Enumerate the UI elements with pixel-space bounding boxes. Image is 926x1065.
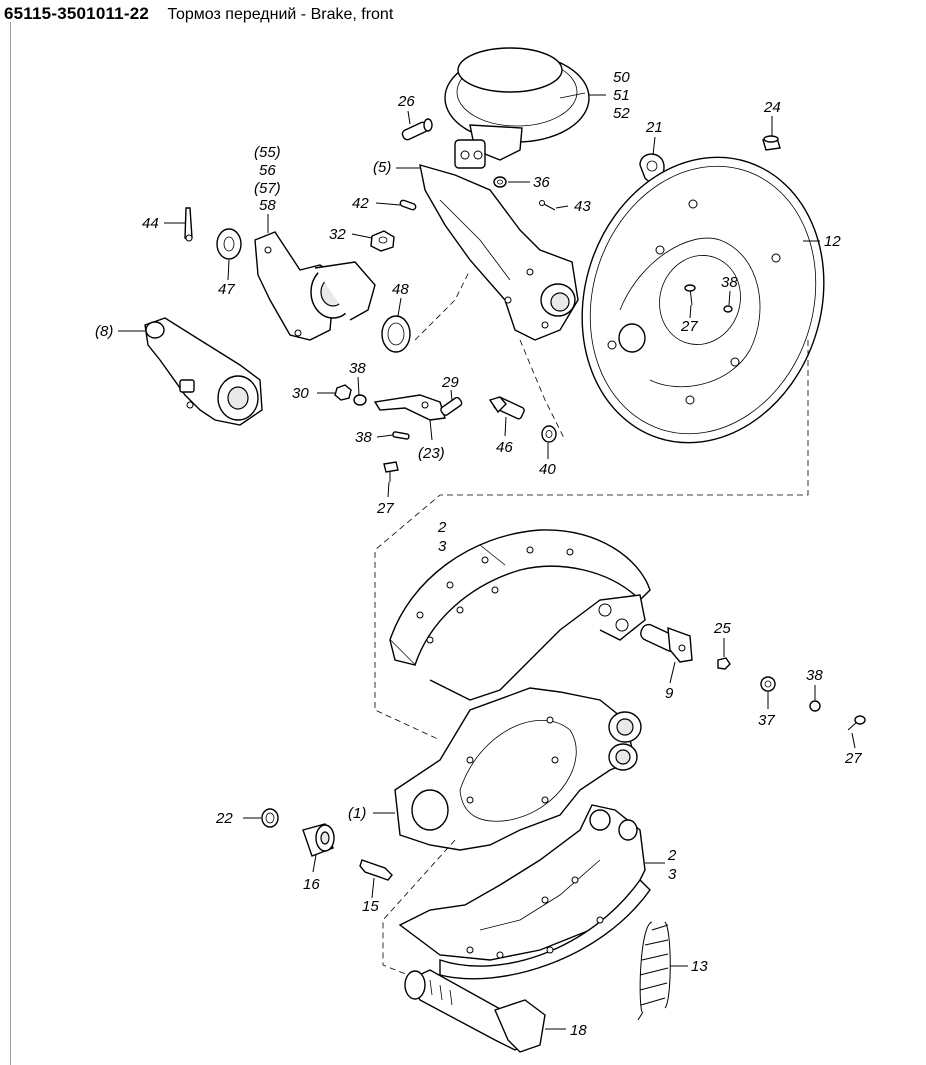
leader-lines [118,94,856,1030]
chamber-bracket-5 [419,164,579,341]
washer-47 [216,228,242,260]
callout-58: 58 [259,197,276,214]
callout-26: 26 [397,93,415,110]
callout-2-upper: 2 [437,519,447,536]
callout-40: 40 [539,461,556,478]
roller-16 [302,823,335,857]
callout-37: 37 [758,712,775,729]
left-border-rule [10,22,11,1065]
callout-51: 51 [613,87,630,104]
return-spring-13 [637,921,671,1021]
washer-48 [381,315,411,353]
callout-8: (8) [95,323,113,340]
callout-27-shield: 27 [680,318,698,335]
part-number: 65115-3501011-22 [4,4,150,23]
callout-1: (1) [348,805,366,822]
washer-38-b [723,305,733,313]
callout-5: (5) [373,159,391,176]
callout-23: (23) [418,445,445,462]
brake-shoe-upper [389,529,651,701]
callout-27-right: 27 [844,750,862,767]
fitting-46 [488,396,525,420]
callout-48: 48 [392,281,409,298]
washer-38-a [353,394,367,406]
callout-29: 29 [441,374,459,391]
plug-24 [762,135,781,151]
washer-37 [760,676,776,692]
callout-36: 36 [533,174,550,191]
nut-30 [334,384,352,401]
diagram-header: 65115-3501011-22 Тормоз передний - Brake… [4,4,393,26]
washer-38-d [809,700,821,712]
screw-27-b [383,461,399,482]
callout-38-right: 38 [806,667,823,684]
washer-36 [493,176,507,188]
callout-52: 52 [613,105,630,122]
callout-44: 44 [142,215,159,232]
callout-32: 32 [329,226,346,243]
callout-13: 13 [691,958,708,975]
callout-56: 56 [259,162,276,179]
callout-3-upper: 3 [438,538,447,555]
callout-50: 50 [613,69,630,86]
callout-3-lower: 3 [668,866,677,883]
callout-30: 30 [292,385,309,402]
bolt-29 [440,396,463,416]
callout-42: 42 [352,195,369,212]
callout-18: 18 [570,1022,587,1039]
callout-38-nut: 38 [349,360,366,377]
callout-47: 47 [218,281,235,298]
cotter-pin-44 [184,207,193,242]
callout-12: 12 [824,233,841,250]
lever-bracket-58 [254,231,376,341]
dust-shield-12 [581,156,825,444]
brake-spider-1 [394,687,642,851]
callout-labels: 50 51 52 26 24 21 (55) 56 (57) 58 (5) 36… [95,69,862,1039]
plate-23 [373,394,446,421]
pin-26 [401,118,433,141]
callout-27-bolt: 27 [376,500,394,517]
callout-2-lower: 2 [667,847,677,864]
pin-42 [399,199,417,211]
camshaft-18 [404,969,546,1053]
callout-21: 21 [645,119,663,136]
callout-38-shield: 38 [721,274,738,291]
pin-38-c [392,431,410,440]
callout-55: (55) [254,144,281,161]
callout-46: 46 [496,439,513,456]
pin-15 [359,859,393,881]
brake-chamber [444,47,590,169]
callout-15: 15 [362,898,379,915]
screw-27-a [684,284,696,306]
bolt-43 [539,200,556,211]
anchor-pin-9 [640,623,693,663]
callout-9: 9 [665,685,674,702]
callout-43: 43 [574,198,591,215]
seal-ring-22 [261,808,279,828]
nut-25 [717,657,731,670]
callout-16: 16 [303,876,320,893]
nut-32 [370,230,395,252]
callout-24: 24 [763,99,781,116]
diagram-title: Тормоз передний - Brake, front [167,6,394,23]
washer-40 [541,425,557,443]
callout-38-pin: 38 [355,429,372,446]
assembly-guide-lines [374,269,809,976]
slack-adjuster-8 [144,317,263,426]
brake-shoe-lower [398,804,651,980]
callout-57: (57) [254,180,281,197]
callout-25: 25 [713,620,731,637]
screw-27-c [847,715,866,731]
callout-22: 22 [215,810,233,827]
